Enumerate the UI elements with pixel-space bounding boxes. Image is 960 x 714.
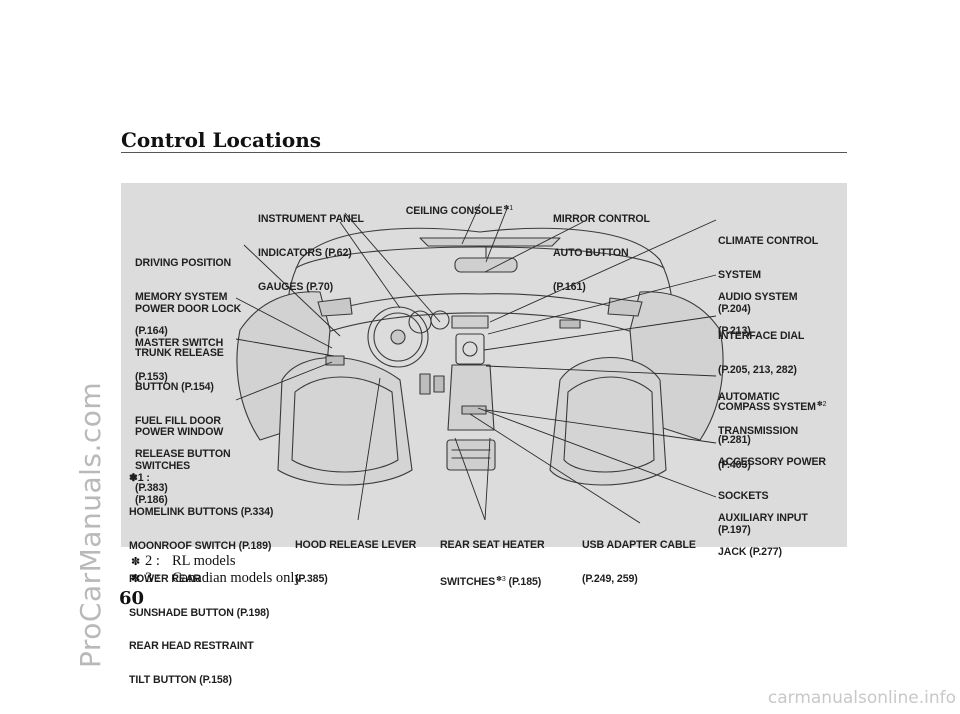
accessory-power-line: ACCESSORY POWER <box>718 456 826 469</box>
moonroof-line: MOONROOF SWITCH (P.189) <box>129 539 272 552</box>
footnote-text: RL models <box>172 553 236 569</box>
audio-system-line: AUDIO SYSTEM <box>718 291 798 304</box>
page-ref-line: (P.383) <box>135 481 168 494</box>
memory-system-line: MEMORY SYSTEM <box>135 291 228 304</box>
power-window-label: POWER WINDOW SWITCHES (P.186) <box>135 405 223 517</box>
automatic-transmission-label: AUTOMATIC TRANSMISSION (P.403) <box>718 370 798 482</box>
mirror-control-label: MIRROR CONTROL AUTO BUTTON (P.161) <box>553 192 650 304</box>
accessory-power-label: ACCESSORY POWER SOCKETS (P.197) <box>718 435 826 547</box>
footnote-marker: ✽1 <box>503 205 514 213</box>
footnote-text: Canadian models only <box>172 570 302 586</box>
page-number: 60 <box>119 588 145 609</box>
page-ref-line: (P.385) <box>295 573 328 586</box>
page-ref-line: (P.204) <box>718 302 751 315</box>
footnote-1-heading: ✽1 : <box>129 472 150 485</box>
climate-control-label: CLIMATE CONTROL SYSTEM (P.204) <box>718 214 818 326</box>
footnote-1-list: ✽1 : HOMELINK BUTTONS (P.334) MOONROOF S… <box>129 451 273 697</box>
tilt-button-line: TILT BUTTON (P.158) <box>129 674 232 687</box>
page-ref-line: (P.161) <box>553 280 586 293</box>
driving-position-label: DRIVING POSITION MEMORY SYSTEM (P.164) <box>135 236 231 348</box>
door-lock-label: POWER DOOR LOCK MASTER SWITCH (P.153) <box>135 282 241 394</box>
interface-dial-line: INTERFACE DIAL <box>718 330 805 343</box>
footnote-2: ✽ 2 : RL models <box>131 553 236 570</box>
indicators-line: INDICATORS (P.62) <box>258 247 352 260</box>
door-lock-line: POWER DOOR LOCK <box>135 303 242 316</box>
rear-seat-heater-line: REAR SEAT HEATER <box>440 539 545 552</box>
page-ref-line: (P.164) <box>135 324 168 337</box>
footnote-key: 2 : <box>145 553 160 569</box>
driving-position-line: DRIVING POSITION <box>135 257 232 270</box>
switches-text: SWITCHES <box>440 576 496 589</box>
page-ref-text: (P.185) <box>505 576 542 589</box>
asterisk-icon: ✽ <box>131 573 141 585</box>
instrument-panel-line: INSTRUMENT PANEL <box>258 213 364 226</box>
footnote-3: ✽ 3 : Canadian models only <box>131 570 302 587</box>
audio-system-label: AUDIO SYSTEM (P.213) <box>718 270 798 348</box>
page-ref-line: (P.205, 213, 282) <box>718 364 797 377</box>
system-line: SYSTEM <box>718 269 761 282</box>
page-ref-line: (P.186) <box>135 493 168 506</box>
title-rule <box>121 152 847 153</box>
automatic-line: AUTOMATIC <box>718 391 780 404</box>
auto-button-line: AUTO BUTTON <box>553 247 629 260</box>
footnote-marker: ✽3 <box>496 576 506 584</box>
page-ref-line: (P.281) <box>718 434 751 447</box>
head-restraint-line: REAR HEAD RESTRAINT <box>129 640 254 653</box>
footer-watermark: carmanualsonline.info <box>767 688 956 708</box>
sockets-line: SOCKETS <box>718 490 769 503</box>
usb-adapter-line: USB ADAPTER CABLE <box>582 539 696 552</box>
switches-line: SWITCHES✽3 (P.185) <box>440 574 545 588</box>
compass-system-text: COMPASS SYSTEM <box>718 400 816 413</box>
gauges-line: GAUGES (P.70) <box>258 280 334 293</box>
instrument-panel-label: INSTRUMENT PANEL INDICATORS (P.62) GAUGE… <box>258 192 364 304</box>
power-rear-line: POWER REAR <box>129 573 201 586</box>
transmission-line: TRANSMISSION <box>718 425 799 438</box>
trunk-release-line: TRUNK RELEASE <box>135 347 224 360</box>
page-ref-line: (P.197) <box>718 523 751 536</box>
rear-seat-heater-label: REAR SEAT HEATER SWITCHES✽3 (P.185) <box>440 518 545 599</box>
button-line: BUTTON (P.154) <box>135 381 214 394</box>
auxiliary-input-label: AUXILIARY INPUT JACK (P.277) <box>718 491 808 569</box>
climate-control-line: CLIMATE CONTROL <box>718 235 819 248</box>
mirror-control-line: MIRROR CONTROL <box>553 213 650 226</box>
side-watermark: ProCarManuals.com <box>74 381 107 668</box>
master-switch-line: MASTER SWITCH <box>135 337 224 350</box>
asterisk-icon: ✽ <box>131 556 141 568</box>
switches-line: SWITCHES <box>135 460 191 473</box>
ceiling-console-text: CEILING CONSOLE <box>405 205 503 218</box>
auxiliary-input-line: AUXILIARY INPUT <box>718 512 808 525</box>
homelink-line: HOMELINK BUTTONS (P.334) <box>129 506 274 519</box>
power-window-line: POWER WINDOW <box>135 426 224 439</box>
page-ref-line: (P.213) <box>718 325 751 338</box>
footnote-key: 3 : <box>145 570 160 586</box>
page-ref-line: (P.249, 259) <box>582 573 638 586</box>
page-ref-line: (P.403) <box>718 458 751 471</box>
usb-adapter-label: USB ADAPTER CABLE (P.249, 259) <box>582 518 696 596</box>
footnote-marker: ✽2 <box>816 400 827 408</box>
jack-line: JACK (P.277) <box>718 546 782 559</box>
page-title: Control Locations <box>121 128 321 152</box>
page-ref-line: (P.153) <box>135 370 168 383</box>
hood-release-label: HOOD RELEASE LEVER (P.385) <box>295 518 416 596</box>
fuel-fill-door-line: FUEL FILL DOOR <box>135 414 221 427</box>
sunshade-line: SUNSHADE BUTTON (P.198) <box>129 606 270 619</box>
release-button-line: RELEASE BUTTON <box>135 448 231 461</box>
ceiling-console-label: CEILING CONSOLE✽1 <box>400 192 513 217</box>
hood-release-line: HOOD RELEASE LEVER <box>295 539 417 552</box>
trunk-release-label: TRUNK RELEASE BUTTON (P.154) FUEL FILL D… <box>135 326 231 505</box>
interface-dial-label: INTERFACE DIAL (P.205, 213, 282) COMPASS… <box>718 309 827 458</box>
compass-system-line: COMPASS SYSTEM✽2 <box>718 399 827 413</box>
